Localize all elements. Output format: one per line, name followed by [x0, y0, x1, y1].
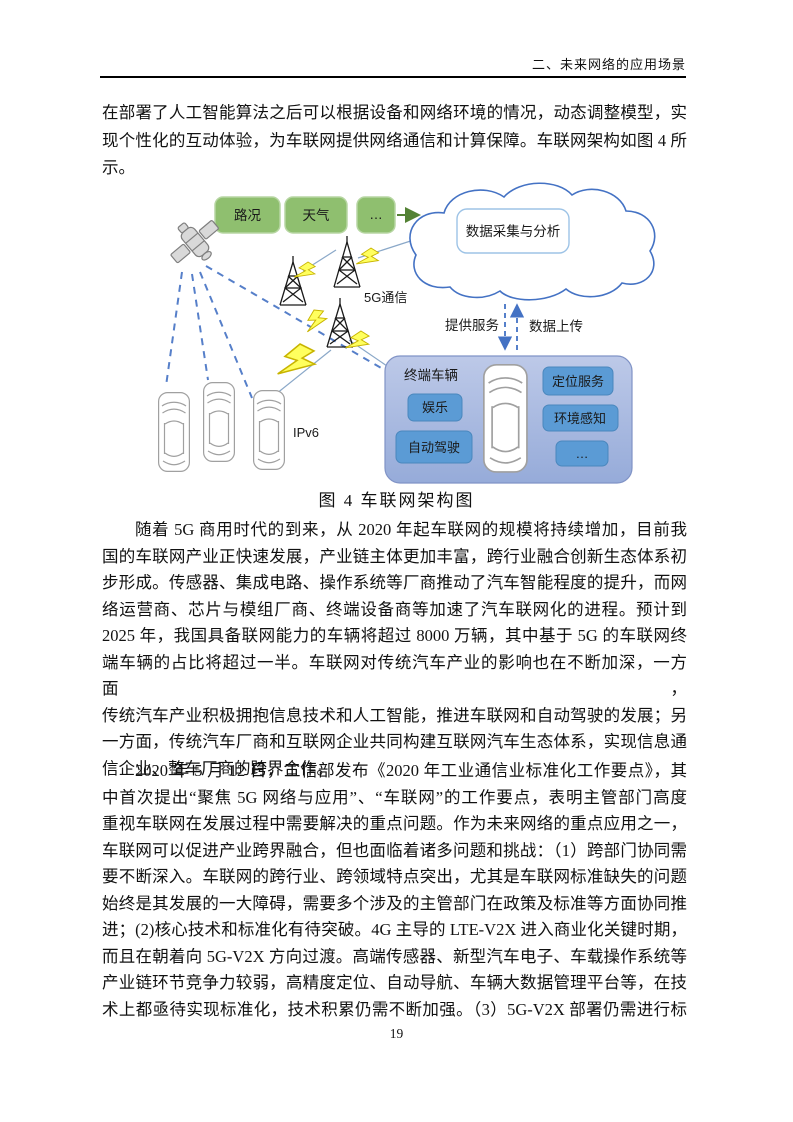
car-3 — [253, 390, 285, 470]
car-2 — [203, 382, 235, 462]
paragraph-2: 随着 5G 商用时代的到来，从 2020 年起车联网的规模将持续增加，目前我 国… — [102, 517, 687, 782]
text-line: 国的车联网产业正快速发展，产业链主体更加丰富，跨行业融合创新生态体系初 — [102, 546, 687, 566]
source-box-roads-label: 路况 — [234, 208, 261, 223]
text-line: 示。 — [102, 158, 135, 177]
panel-box-autodrive[interactable]: 自动驾驶 — [395, 430, 473, 464]
cell-tower-a — [279, 256, 307, 306]
satellite-beams — [165, 265, 389, 399]
text-line: 术上都亟待实现标准化，技术积累仍需不断加强。（3）5G-V2X 部署仍需进行标 — [102, 999, 687, 1019]
panel-box-positioning-label: 定位服务 — [552, 374, 604, 389]
text-line: 端车辆的占比将超过一半。车联网对传统汽车产业的影响也在不断加深，一方面， — [102, 652, 687, 699]
header-rule — [100, 76, 686, 78]
text-line: 现个性化的互动体验，为车联网提供网络通信和计算保障。车联网架构如图 4 所 — [102, 130, 687, 150]
source-box-weather-label: 天气 — [303, 208, 330, 223]
text-line: 重视车联网在发展过程中需要解决的重点问题。作为未来网络的重点应用之一， — [102, 814, 687, 833]
text-line: 产业链环节竞争力较弱，高精度定位、自动导航、车辆大数据管理平台等，在技 — [102, 973, 687, 992]
text-line: 步形成。传感器、集成电路、操作系统等厂商推动了汽车智能程度的提升，而网 — [102, 573, 687, 592]
provide-service-label: 提供服务 — [445, 318, 499, 333]
cloud-analysis-label: 数据采集与分析 — [466, 224, 561, 239]
text-line: 信企业、整车厂商的跨界合作。 — [102, 758, 333, 778]
panel-box-entertainment-label: 娱乐 — [422, 400, 448, 415]
panel-box-entertainment[interactable]: 娱乐 — [407, 393, 463, 422]
text-line: 在部署了人工智能算法之后可以根据设备和网络环境的情况，动态调整模型，实 — [102, 103, 687, 122]
cell-tower-b — [333, 236, 361, 288]
panel-box-environment[interactable]: 环境感知 — [542, 404, 619, 432]
source-box-weather[interactable]: 天气 — [284, 196, 348, 234]
page-number: 19 — [389, 1026, 404, 1041]
figure-iov-architecture: 数据采集与分析 路况 天气 … — [148, 178, 668, 484]
panel-box-environment-label: 环境感知 — [554, 411, 606, 426]
terminal-vehicle-panel: 终端车辆 娱乐 自动驾驶 定位服务 环境感知 — [384, 355, 633, 484]
text-line: 传统汽车产业积极拥抱信息技术和人工智能，推进车联网和自动驾驶的发展；另 — [102, 705, 687, 725]
data-upload-label: 数据上传 — [529, 319, 583, 334]
text-line: 2025 年，我国具备联网能力的车辆将超过 8000 万辆，其中基于 5G 的车… — [102, 626, 687, 645]
text-line: 络运营商、芯片与模组厂商、终端设备商等加速了汽车联网化的进程。预计到 — [102, 599, 687, 619]
source-box-more-label: … — [369, 207, 383, 222]
source-box-more[interactable]: … — [356, 196, 396, 234]
terminal-vehicle-title: 终端车辆 — [404, 367, 458, 383]
text-line: 中首次提出“聚焦 5G 网络与应用”、“车联网”的工作要点，表明主管部门高度 — [102, 787, 687, 807]
paragraph-3: 2020 年 5 月 12 日，工信部发布《2020 年工业通信业标准化工作要点… — [102, 758, 687, 1023]
cloud-panel-arrows — [497, 303, 525, 351]
figure-caption: 图 4 车联网架构图 — [318, 491, 475, 510]
paragraph-1: 在部署了人工智能算法之后可以根据设备和网络环境的情况，动态调整模型，实 现个性化… — [102, 99, 687, 182]
text-line: 车联网可以促进产业跨界融合，但也面临着诸多问题和挑战：（1）跨部门协同需 — [102, 840, 687, 860]
cloud-analysis-box[interactable]: 数据采集与分析 — [456, 208, 570, 254]
satellite-icon — [170, 220, 219, 264]
text-line: 进；(2)核心技术和标准化有待突破。4G 主导的 LTE-V2X 进入商业化关键… — [102, 920, 687, 939]
text-line: 要不断深入。车联网的跨行业、跨领域特点突出，尤其是车联网标准缺失的问题 — [102, 867, 687, 886]
source-box-roads[interactable]: 路况 — [214, 196, 281, 234]
panel-box-more-label: … — [576, 446, 589, 461]
running-header: 二、未来网络的应用场景 — [531, 57, 686, 72]
5g-label: 5G通信 — [364, 290, 407, 305]
panel-box-positioning[interactable]: 定位服务 — [542, 366, 614, 396]
text-line: 2020 年 5 月 12 日，工信部发布《2020 年工业通信业标准化工作要点… — [135, 761, 687, 780]
panel-box-autodrive-label: 自动驾驶 — [408, 440, 460, 455]
panel-box-more[interactable]: … — [555, 440, 609, 467]
text-line: 始终是其发展的一大障碍，需要多个涉及的主管部门在政策及标准等方面协同推 — [102, 893, 687, 913]
panel-car — [482, 363, 528, 473]
text-line: 一方面，传统汽车厂商和互联网企业共同构建互联网汽车生态体系，实现信息通 — [102, 732, 687, 751]
text-line: 而且在朝着向 5G-V2X 方向过渡。高端传感器、新型汽车电子、车载操作系统等 — [102, 946, 687, 966]
car-1 — [158, 392, 190, 472]
ipv6-label: IPv6 — [293, 425, 319, 440]
text-line: 随着 5G 商用时代的到来，从 2020 年起车联网的规模将持续增加，目前我 — [135, 520, 687, 539]
